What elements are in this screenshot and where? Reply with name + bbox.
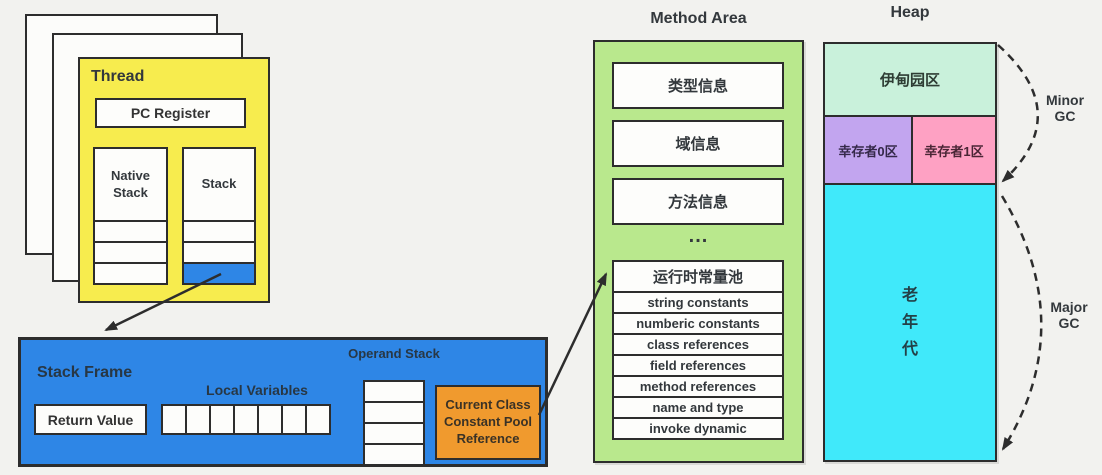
heap-title: Heap	[890, 4, 930, 21]
field-info-box: 域信息	[612, 120, 784, 167]
local-variables-cells	[161, 404, 331, 435]
stack-column: Stack	[182, 147, 256, 285]
local-variable-cell	[233, 404, 259, 435]
stack-slot	[184, 241, 254, 262]
survivor1-region: 幸存者1区	[913, 117, 995, 183]
pool-row-name-and-type: name and type	[612, 396, 784, 419]
stack-label: Stack	[201, 176, 237, 192]
pool-row-invoke-dynamic: invoke dynamic	[612, 417, 784, 440]
method-area-box: 类型信息 域信息 方法信息 ... 运行时常量池 string constant…	[593, 40, 804, 463]
native-stack-label: Native Stack	[110, 168, 151, 200]
local-variable-cell	[185, 404, 211, 435]
eden-region: 伊甸园区	[825, 44, 995, 117]
minor-gc-arrow	[997, 44, 1039, 183]
local-variable-cell	[209, 404, 235, 435]
minor-gc-label: Minor GC	[1045, 92, 1085, 125]
old-generation-region: 老年代	[825, 185, 995, 460]
native-stack-slot	[95, 220, 166, 241]
method-info-box: 方法信息	[612, 178, 784, 225]
type-info-box: 类型信息	[612, 62, 784, 109]
method-area-title: Method Area	[650, 10, 747, 27]
method-area-ellipsis: ...	[688, 225, 709, 247]
local-variable-cell	[161, 404, 187, 435]
operand-stack-cell	[363, 422, 425, 445]
major-gc-label: Major GC	[1050, 299, 1088, 332]
constant-pool-reference-box: Current Class Constant Pool Reference	[435, 385, 541, 460]
runtime-constant-pool-title: 运行时常量池	[612, 260, 784, 293]
pool-row-field-references: field references	[612, 354, 784, 377]
operand-stack-cell	[363, 443, 425, 466]
heap-box: 伊甸园区 幸存者0区 幸存者1区 老年代	[823, 42, 997, 462]
pool-row-string-constants: string constants	[612, 291, 784, 314]
pool-row-method-references: method references	[612, 375, 784, 398]
stack-frame-box: Stack Frame Return Value Local Variables…	[18, 337, 548, 467]
survivor0-region: 幸存者0区	[825, 117, 913, 183]
old-generation-label: 老年代	[901, 286, 918, 359]
native-stack-slot	[95, 262, 166, 283]
runtime-constant-pool: 运行时常量池 string constants numberic constan…	[612, 260, 784, 440]
native-stack-slot	[95, 241, 166, 262]
local-variable-cell	[305, 404, 331, 435]
survivor-row: 幸存者0区 幸存者1区	[825, 117, 995, 185]
stack-slot	[184, 220, 254, 241]
major-gc-arrow	[1000, 195, 1043, 451]
operand-stack-cell	[363, 401, 425, 424]
stack-slot-current-frame	[184, 262, 254, 283]
native-stack-column: Native Stack	[93, 147, 168, 285]
thread-title: Thread	[91, 68, 145, 85]
stack-frame-title: Stack Frame	[37, 364, 133, 381]
operand-stack-cells	[363, 380, 425, 466]
operand-stack-label: Operand Stack	[348, 346, 440, 361]
pool-row-class-references: class references	[612, 333, 784, 356]
local-variable-cell	[257, 404, 283, 435]
pc-register-box: PC Register	[95, 98, 246, 128]
pool-row-numeric-constants: numberic constants	[612, 312, 784, 335]
return-value-box: Return Value	[34, 404, 147, 435]
thread-box: Thread PC Register Native Stack Stack	[78, 57, 270, 303]
local-variable-cell	[281, 404, 307, 435]
local-variables-label: Local Variables	[206, 382, 308, 398]
operand-stack-cell	[363, 380, 425, 403]
